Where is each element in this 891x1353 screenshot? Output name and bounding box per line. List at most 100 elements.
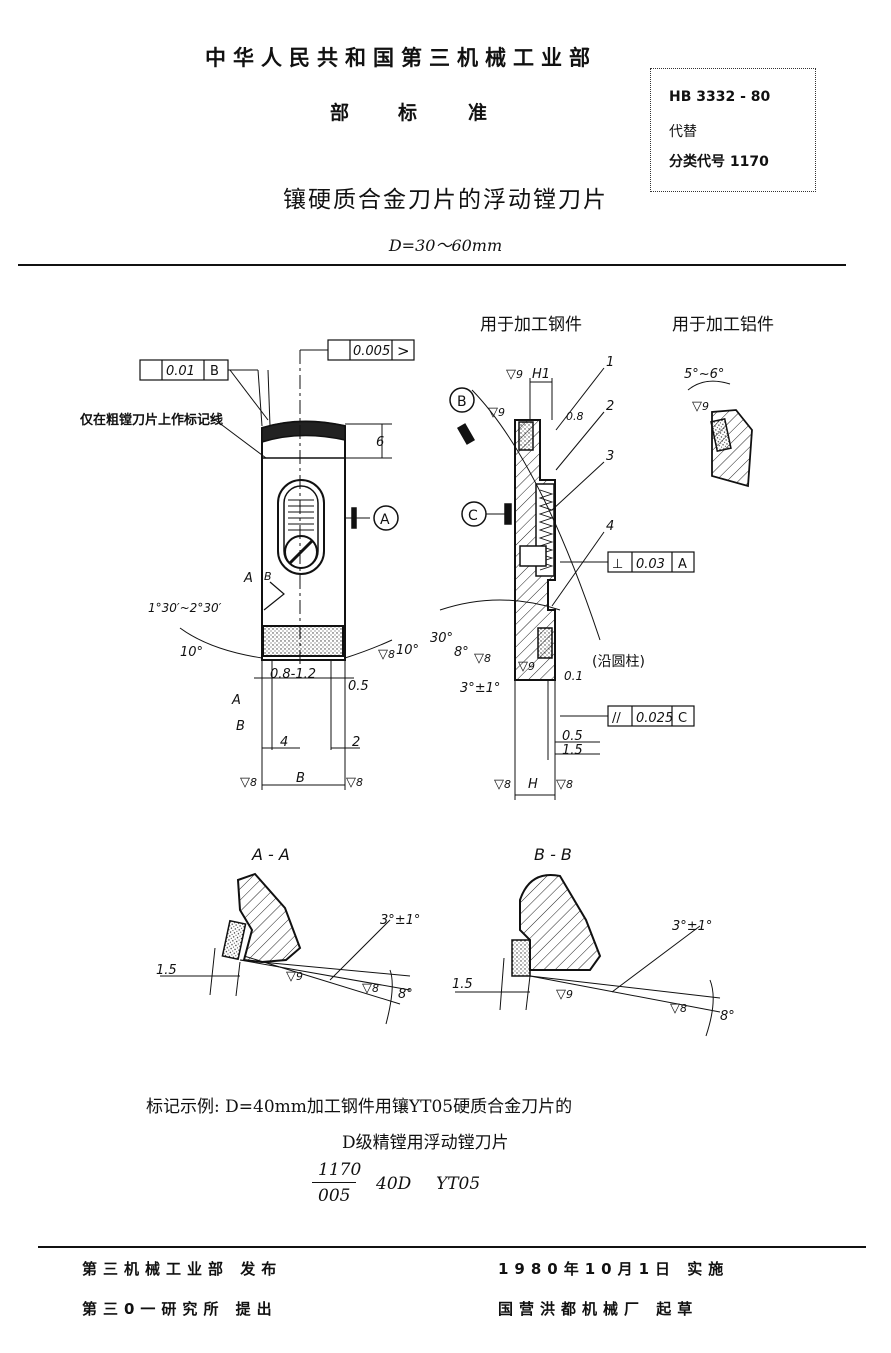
section-b-dim-15: 1.5 (452, 977, 473, 992)
datum-c-label: C (468, 508, 478, 524)
dim-08-12: 0.8-1.2 (270, 667, 316, 682)
drafted-by: 国营洪都机械厂 起草 (498, 1300, 699, 1318)
document-title: 镶硬质合金刀片的浮动镗刀片 (283, 187, 608, 213)
ministry-heading: 中华人民共和国第三机械工业部 (205, 46, 597, 70)
dim-01: 0.1 (564, 669, 583, 683)
datum-arrow-symbol: > (397, 342, 410, 360)
dim-4: 4 (280, 735, 288, 750)
angle-3pm1: 3°±1° (460, 681, 500, 696)
section-b-mark: B (264, 570, 272, 583)
roughness-al: ▽ (692, 399, 702, 414)
callout-2: 2 (606, 399, 614, 414)
section-b-b-title: B - B (534, 845, 572, 864)
roughness-b: ▽ (488, 405, 498, 420)
standard-number: HB 3332 - 80 (669, 89, 771, 105)
dim-08: 0.8 (566, 410, 584, 423)
roughness-side: ▽ (474, 651, 484, 666)
section-a-rough-8: ▽ (362, 981, 372, 996)
section-a-a-title: A - A (251, 845, 290, 864)
example-line-1: 标记示例: D=40mm加工钢件用镶YT05硬质合金刀片的 (146, 1097, 573, 1117)
dim-h: H (528, 777, 538, 792)
effective-date: 1980年10月1日 实施 (498, 1260, 730, 1278)
standard-label-2: 标 (398, 102, 418, 124)
section-a-rough-8-value: 8 (372, 982, 379, 995)
angle-5-6: 5°~6° (684, 367, 724, 382)
angle-10-left: 10° (180, 645, 203, 660)
roughness-tip: ▽ (518, 659, 528, 674)
document-subtitle: D=30～60mm (388, 236, 503, 255)
roughness-right-value: 8 (356, 776, 363, 789)
roughness-h-right: ▽ (556, 777, 566, 792)
section-a-angle-8: 8° (398, 987, 413, 1002)
roughness-angle: ▽ (378, 647, 388, 662)
section-a-rough-9: ▽ (286, 969, 296, 984)
section-a-mark: A (243, 571, 253, 586)
roughness-left-value: 8 (250, 776, 257, 789)
dim-15-side: 1.5 (562, 743, 583, 758)
section-b-b (455, 874, 721, 1037)
steel-label: 用于加工钢件 (480, 315, 582, 335)
footer-rule (38, 1246, 866, 1248)
dim-b: B (296, 771, 305, 786)
section-b-angle-8: 8° (720, 1009, 735, 1024)
section-a-angle: 3°±1° (380, 913, 420, 928)
front-view (139, 339, 415, 790)
example-code-size: 40D (376, 1174, 412, 1194)
technical-drawing: 用于加工钢件 用于加工铝件 仅在粗镗刀片上作标记线 0.005 > 0.01 B… (79, 315, 774, 1037)
header-rule (18, 264, 846, 266)
angle-30: 30° (430, 631, 453, 646)
datum-b-ref: B (210, 364, 219, 379)
roughness-h-left: ▽ (494, 777, 504, 792)
land-note: (沿圆柱) (592, 654, 645, 670)
example-code-grade: YT05 (436, 1174, 481, 1194)
example-fraction-bar (312, 1182, 356, 1183)
marking-line-note: 仅在粗镗刀片上作标记线 (79, 412, 223, 428)
roughness-h1-value: 9 (516, 368, 523, 381)
parallel-datum-c: C (678, 711, 687, 726)
callout-4: 4 (606, 519, 614, 534)
dim-6: 6 (376, 435, 384, 450)
angle-8: 8° (454, 645, 469, 660)
section-b-angle: 3°±1° (672, 919, 712, 934)
roughness-h-right-value: 8 (566, 778, 573, 791)
side-view (439, 367, 695, 800)
runout-tolerance: 0.01 (166, 364, 195, 379)
section-b-rough-8-value: 8 (680, 1002, 687, 1015)
dim-2: 2 (352, 735, 360, 750)
proposed-by: 第三0一研究所 提出 (82, 1300, 278, 1318)
angle-1-30: 1°30′~2°30′ (148, 601, 222, 615)
roughness-h1: ▽ (506, 367, 516, 382)
perpendicularity-symbol: ⊥ (612, 557, 623, 572)
roughness-h-left-value: 8 (504, 778, 511, 791)
dim-h1: H1 (532, 367, 550, 382)
roughness-angle-value: 8 (388, 648, 395, 661)
dim-05-side: 0.5 (562, 729, 583, 744)
flatness-tolerance: 0.005 (353, 344, 390, 359)
callout-3: 3 (606, 449, 614, 464)
roughness-right: ▽ (346, 775, 356, 790)
parallelism-symbol: // (612, 711, 621, 726)
datum-b-label: B (457, 394, 467, 410)
section-a-rough-9-value: 9 (296, 970, 303, 983)
class-code: 分类代号 1170 (669, 154, 769, 170)
perp-datum-a: A (678, 557, 687, 572)
issued-by: 第三机械工业部 发布 (82, 1260, 283, 1278)
parallelism-tolerance: 0.025 (636, 711, 673, 726)
roughness-al-value: 9 (702, 400, 709, 413)
roughness-side-value: 8 (484, 652, 491, 665)
example-code-top: 1170 (318, 1160, 362, 1180)
perpendicularity-tolerance: 0.03 (636, 557, 665, 572)
aluminum-detail (687, 380, 753, 488)
dim-05: 0.5 (348, 679, 369, 694)
section-a-dim-15: 1.5 (156, 963, 177, 978)
angle-10-right: 10° (396, 643, 419, 658)
standard-number-box: HB 3332 - 80 代替 分类代号 1170 (650, 68, 816, 192)
section-a-a (160, 872, 411, 1025)
section-b-rough-8: ▽ (670, 1001, 680, 1016)
standard-label-3: 准 (468, 102, 488, 124)
section-b-rough-9-value: 9 (566, 988, 573, 1001)
aluminum-label: 用于加工铝件 (672, 315, 774, 335)
roughness-tip-value: 9 (528, 660, 535, 673)
section-a-cut: A (231, 693, 241, 708)
callout-1: 1 (606, 355, 614, 370)
